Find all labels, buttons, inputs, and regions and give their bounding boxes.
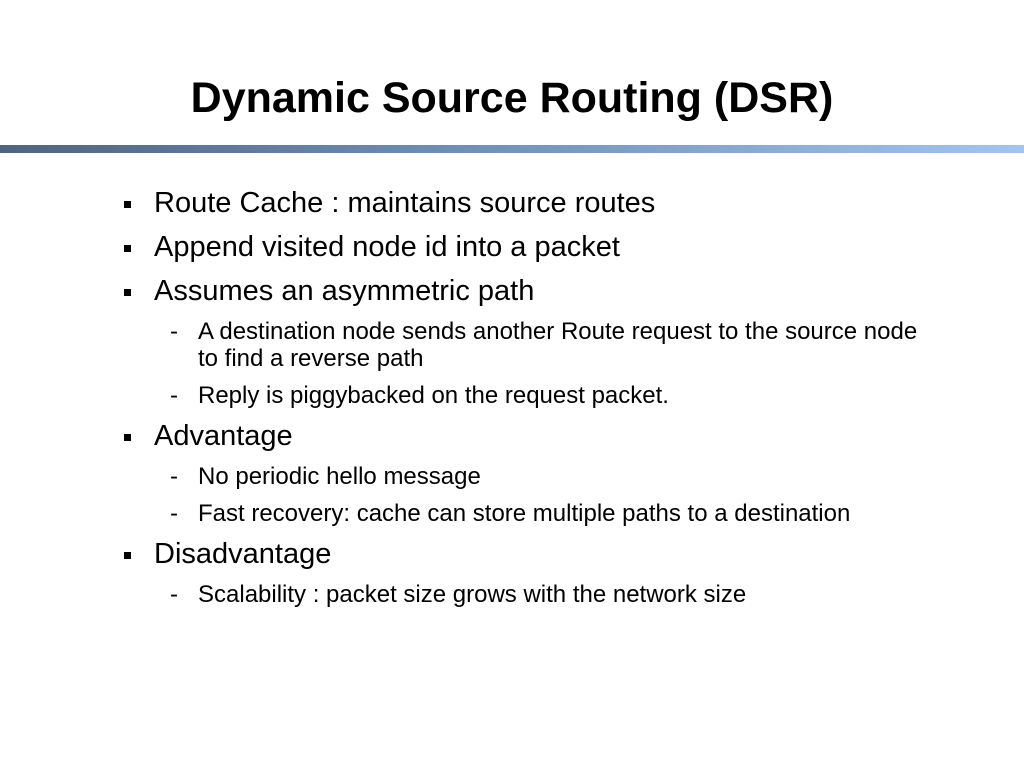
dash-bullet-icon: -	[170, 581, 178, 608]
square-bullet-icon	[124, 245, 131, 252]
bullet-text: Route Cache : maintains source routes	[154, 187, 656, 219]
bullet-text: Advantage	[154, 420, 293, 452]
dash-bullet-icon: -	[170, 318, 178, 345]
sub-list-asymmetric-path: - A destination node sends another Route…	[120, 318, 920, 409]
bullet-text: Append visited node id into a packet	[154, 231, 620, 263]
sub-item-text: No periodic hello message	[198, 463, 481, 490]
square-bullet-icon	[124, 289, 131, 296]
sub-list-advantage: - No periodic hello message - Fast recov…	[120, 463, 920, 527]
sub-item-text: A destination node sends another Route r…	[198, 318, 918, 372]
bullet-text: Assumes an asymmetric path	[154, 275, 535, 307]
sub-item-text: Scalability : packet size grows with the…	[198, 581, 747, 608]
bullet-item-disadvantage: Disadvantage	[120, 537, 920, 571]
dash-bullet-icon: -	[170, 500, 178, 527]
sub-item: - No periodic hello message	[120, 463, 920, 490]
bullet-item-advantage: Advantage	[120, 419, 920, 453]
sub-item-text: Fast recovery: cache can store multiple …	[198, 500, 851, 527]
bullet-item-asymmetric-path: Assumes an asymmetric path	[120, 274, 920, 308]
sub-item: - Scalability : packet size grows with t…	[120, 581, 920, 608]
bullet-text: Disadvantage	[154, 538, 332, 570]
square-bullet-icon	[124, 552, 131, 559]
title-divider	[0, 145, 1024, 153]
sub-item: - A destination node sends another Route…	[120, 318, 920, 372]
bullet-list: Route Cache : maintains source routes Ap…	[120, 186, 920, 618]
dash-bullet-icon: -	[170, 382, 178, 409]
square-bullet-icon	[124, 201, 131, 208]
bullet-item-route-cache: Route Cache : maintains source routes	[120, 186, 920, 220]
dash-bullet-icon: -	[170, 463, 178, 490]
sub-item: - Fast recovery: cache can store multipl…	[120, 500, 920, 527]
sub-item: - Reply is piggybacked on the request pa…	[120, 382, 920, 409]
sub-list-disadvantage: - Scalability : packet size grows with t…	[120, 581, 920, 608]
bullet-item-append-node-id: Append visited node id into a packet	[120, 230, 920, 264]
sub-item-text: Reply is piggybacked on the request pack…	[198, 382, 669, 409]
square-bullet-icon	[124, 434, 131, 441]
slide-title: Dynamic Source Routing (DSR)	[190, 74, 834, 122]
